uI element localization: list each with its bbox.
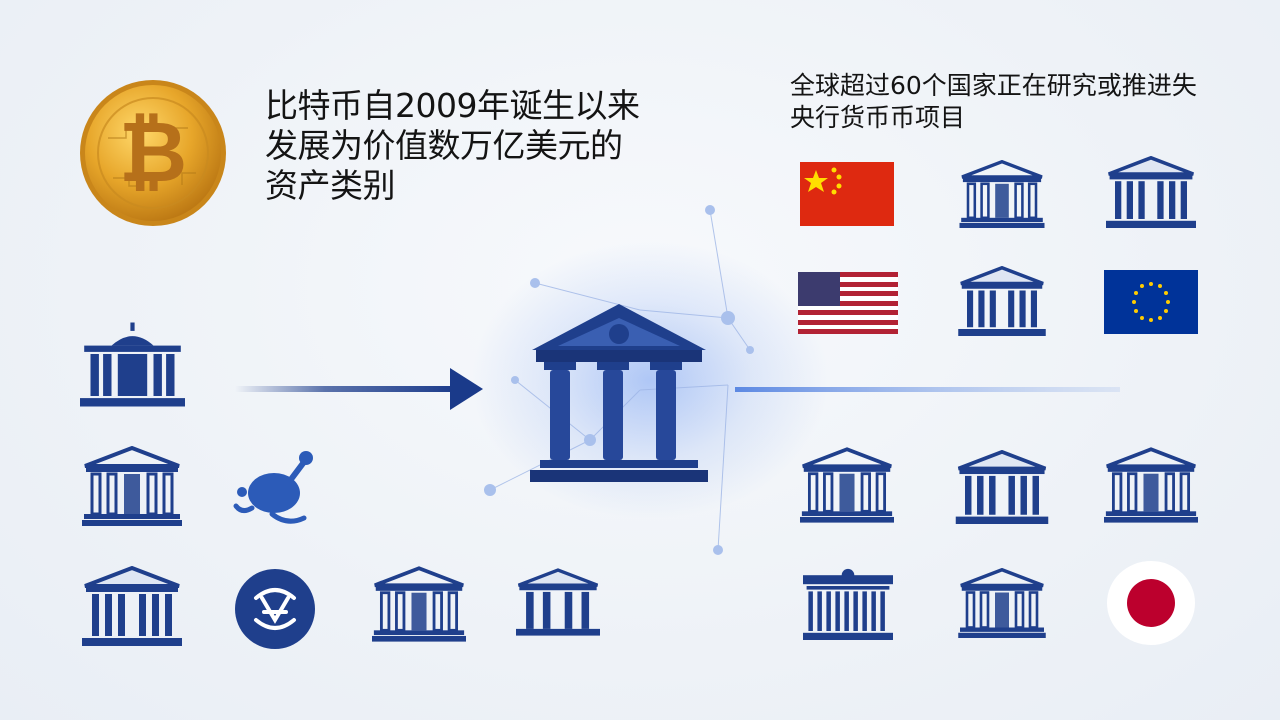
bank-icon [80,566,184,646]
bank-icon [80,322,185,407]
central-bank-icon [528,302,710,484]
bitcoin-coin-icon: ₿ [78,78,228,228]
bitcoin-text-line2: 发展为价值数万亿美元的 [265,126,623,165]
bank-icon [372,566,466,642]
bank-icon [800,446,894,524]
japan-flag-icon [1106,560,1196,646]
bank-icon [950,160,1054,228]
bank-icon [1104,446,1198,524]
cbdc-text-line2: 央行货币币项目 [790,103,966,132]
china-flag-icon [800,162,894,226]
bank-icon [950,568,1054,638]
bank-icon [80,446,184,526]
eu-flag-icon [1104,270,1198,334]
flow-arrow [235,368,483,410]
tortoise-logo-icon [232,448,317,528]
bitcoin-text-line1: 比特币自2009年诞生以来 [265,86,640,125]
bank-icon [796,568,900,640]
bitcoin-text-line3: 资产类别 [265,166,396,205]
bank-icon [1104,156,1198,228]
bank-icon [950,450,1054,524]
cbdc-text-line1: 全球超过60个国家正在研究或推进失 [790,71,1197,100]
connector-line [735,387,1120,392]
bitcoin-description: 比特币自2009年诞生以来 发展为价值数万亿美元的 资产类别 [265,86,640,206]
bank-icon [950,266,1054,336]
round-emblem-icon [234,568,316,650]
network-lines [484,205,754,555]
cbdc-description: 全球超过60个国家正在研究或推进失 央行货币币项目 [790,70,1197,134]
usa-flag-icon [798,272,898,334]
bank-icon [516,562,600,642]
svg-text:₿: ₿ [119,105,187,199]
